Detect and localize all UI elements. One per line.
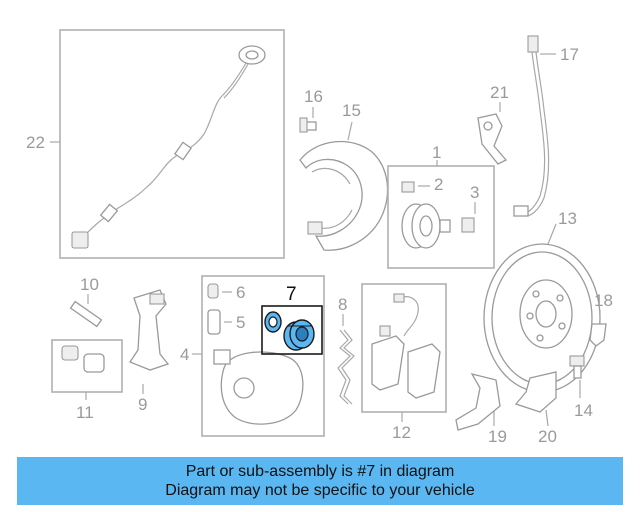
info-banner: Part or sub-assembly is #7 in diagram Di… — [17, 457, 623, 505]
callout-17: 17 — [560, 45, 579, 64]
callout-5: 5 — [236, 313, 245, 332]
caliper-bracket — [129, 289, 170, 371]
hose-bracket — [477, 113, 508, 165]
brake-disc — [483, 243, 601, 393]
callout-2: 2 — [434, 175, 443, 194]
callout-21: 21 — [490, 83, 509, 102]
guide-pin-kit-box — [51, 339, 123, 393]
callout-10: 10 — [80, 275, 99, 294]
brake-pads — [371, 293, 441, 399]
shield-20 — [514, 371, 557, 413]
guide-pin-10 — [69, 300, 103, 328]
callout-8: 8 — [338, 295, 347, 314]
banner-line-2: Diagram may not be specific to your vehi… — [165, 482, 475, 499]
bolt-16 — [299, 117, 317, 133]
callout-11: 11 — [76, 403, 94, 422]
callout-1: 1 — [432, 143, 441, 162]
shield-19 — [455, 372, 501, 431]
callout-15: 15 — [342, 101, 361, 120]
brake-hose — [513, 35, 550, 217]
caliper-box — [201, 275, 325, 437]
callout-3: 3 — [470, 183, 479, 202]
callout-6: 6 — [236, 283, 245, 302]
hub-box — [387, 165, 495, 269]
sensor-cable-box — [59, 29, 285, 259]
bolt-14 — [569, 355, 585, 379]
spring-clip — [337, 329, 355, 405]
wheel-hub — [401, 181, 475, 249]
callout-16: 16 — [304, 87, 323, 106]
callout-14: 14 — [574, 401, 593, 420]
clip-18 — [589, 323, 607, 347]
callout-22: 22 — [26, 133, 45, 152]
splash-shield — [299, 140, 389, 251]
parts-diagram: 22 16 15 1 2 3 17 — [26, 29, 613, 446]
callout-7: 7 — [286, 284, 297, 305]
speed-sensor-cable — [71, 45, 266, 249]
callout-19: 19 — [488, 427, 507, 446]
callout-20: 20 — [538, 427, 557, 446]
piston-seal-kit — [264, 311, 315, 351]
guide-pin-kit — [61, 345, 105, 373]
callout-9: 9 — [138, 395, 147, 414]
banner-line-1: Part or sub-assembly is #7 in diagram — [185, 463, 455, 480]
seal-kit-box — [261, 305, 323, 355]
callout-4: 4 — [180, 345, 189, 364]
brake-pad-box — [361, 283, 447, 413]
callout-18: 18 — [594, 291, 613, 310]
callout-13: 13 — [558, 209, 577, 228]
callout-12: 12 — [392, 423, 411, 442]
